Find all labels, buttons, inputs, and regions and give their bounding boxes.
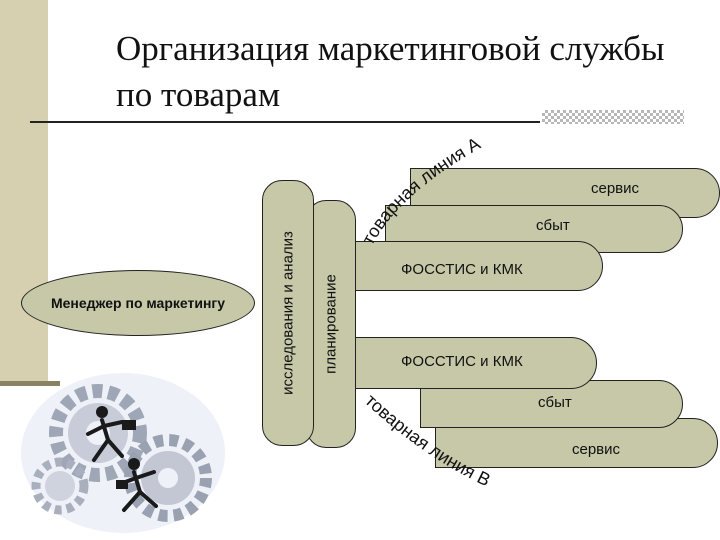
gear-icon	[31, 457, 89, 515]
line-a-label: товарная линия А	[358, 133, 484, 248]
line-a-company-box: ФОССТИС и КМК	[345, 241, 603, 291]
planning-column: планирование	[306, 200, 356, 448]
business-clipart	[21, 373, 225, 533]
gear-icon	[124, 434, 212, 522]
line-b-company-box: ФОССТИС и КМК	[345, 337, 597, 389]
title-line-1: Организация маркетинговой службы	[116, 29, 665, 68]
running-businessman-icon	[116, 458, 158, 512]
line-a-sales-label: сбыт	[536, 217, 570, 234]
manager-ellipse: Менеджер по маркетингу	[21, 270, 255, 336]
running-businessman-icon	[86, 406, 136, 462]
line-b-company-label: ФОССТИС и КМК	[401, 353, 523, 370]
line-a-service-label: сервис	[591, 180, 640, 197]
research-column: исследования и анализ	[262, 180, 314, 446]
checker-pattern	[542, 110, 684, 124]
slide-title: Организация маркетинговой службы по това…	[116, 26, 716, 118]
line-b-service-label: сервис	[572, 441, 621, 458]
title-underline	[30, 121, 540, 123]
line-b-label: товарная линия В	[361, 390, 493, 490]
title-line-2: по товарам	[116, 75, 281, 114]
manager-label: Менеджер по маркетингу	[50, 295, 226, 311]
line-a-company-label: ФОССТИС и КМК	[401, 261, 523, 278]
decorative-bar	[0, 381, 60, 386]
line-b-sales-label: сбыт	[538, 394, 572, 411]
